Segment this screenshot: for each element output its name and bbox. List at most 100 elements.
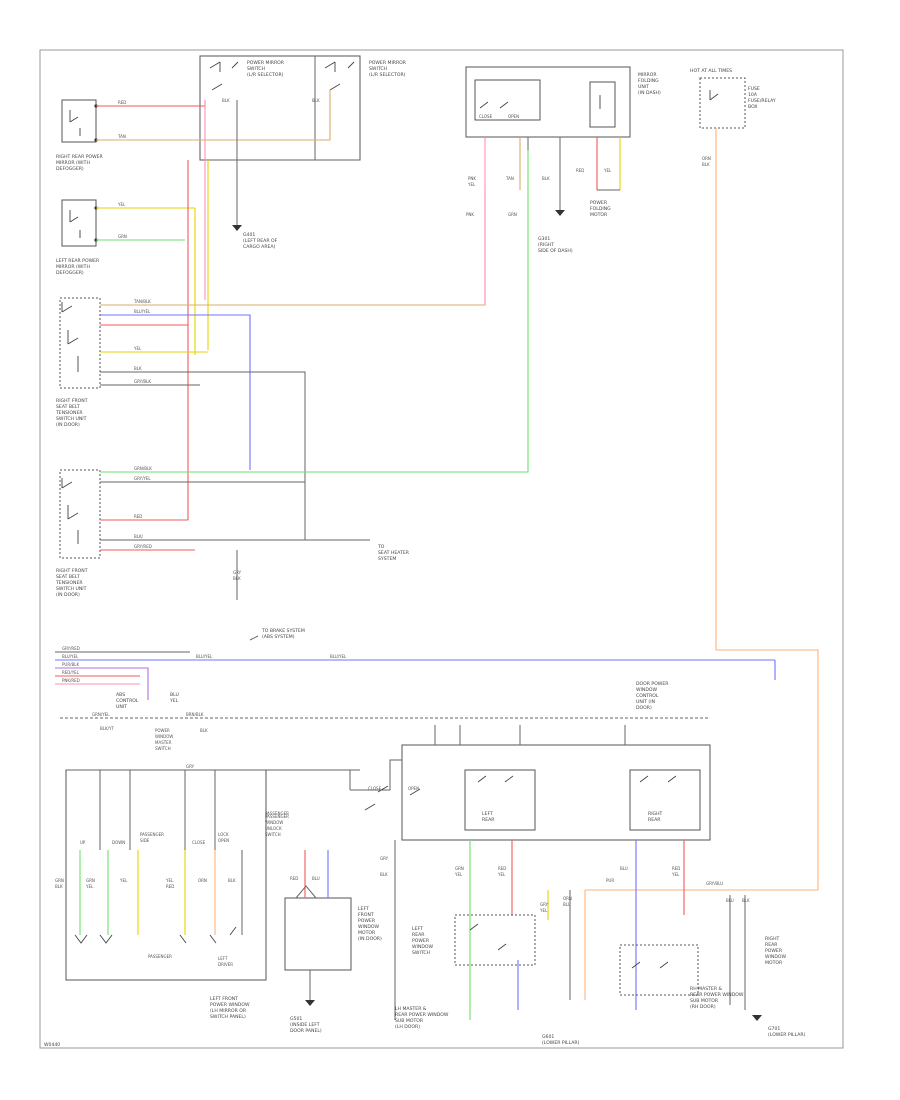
svg-text:LEFT FRONT: LEFT FRONT (210, 996, 238, 1002)
svg-text:(RIGHT: (RIGHT (538, 242, 554, 248)
mirror-bus-wires: TAN/BLK BLU/YEL YEL BLK GRY/BLK (100, 100, 486, 540)
svg-text:YEL: YEL (603, 168, 612, 173)
svg-text:OPEN: OPEN (508, 114, 519, 119)
svg-text:TAN/BLK: TAN/BLK (133, 299, 151, 304)
svg-text:ABS: ABS (116, 692, 125, 698)
svg-text:SWITCH PANEL): SWITCH PANEL) (210, 1014, 246, 1020)
svg-text:YEL: YEL (165, 878, 174, 883)
svg-text:BLK: BLK (134, 366, 142, 371)
svg-text:MIRROR: MIRROR (638, 72, 657, 78)
svg-text:BLU/YEL: BLU/YEL (62, 654, 79, 659)
svg-text:POWER: POWER (412, 938, 430, 944)
svg-text:SWITCH: SWITCH (412, 950, 430, 956)
svg-text:G701: G701 (768, 1026, 780, 1032)
svg-text:GRN: GRN (86, 878, 95, 883)
svg-text:SYSTEM: SYSTEM (378, 556, 396, 562)
svg-text:MOTOR: MOTOR (590, 212, 608, 218)
diagram-footer-code: W0440 (44, 1042, 60, 1048)
svg-text:FOLDING: FOLDING (638, 78, 659, 84)
svg-text:REAR POWER WINDOW: REAR POWER WINDOW (690, 992, 744, 998)
svg-text:REAR: REAR (648, 817, 661, 823)
svg-text:(RH DOOR): (RH DOOR) (690, 1004, 716, 1010)
svg-text:BLU: BLU (170, 692, 179, 698)
svg-text:LOCK: LOCK (218, 832, 229, 837)
svg-text:BLU: BLU (312, 876, 320, 881)
diagram-frame (39, 49, 844, 1049)
svg-text:GRY/BLU: GRY/BLU (706, 881, 723, 886)
svg-text:SUB MOTOR: SUB MOTOR (690, 998, 719, 1004)
power-mirror-switch-box-left (199, 55, 361, 161)
svg-text:UNIT: UNIT (116, 704, 127, 710)
svg-text:POWER: POWER (155, 728, 170, 733)
rear-mirror-wires: RED TAN YEL GRN G401 (LEFT REAR OF CARGO… (96, 90, 360, 250)
rear-window-wires: GRN YEL RED YEL BLU RED YEL GRY/BLU GRY … (380, 840, 723, 1020)
svg-text:MOTOR: MOTOR (358, 930, 376, 936)
svg-text:MASTER: MASTER (155, 740, 172, 745)
svg-text:GRY/YEL: GRY/YEL (134, 476, 151, 481)
svg-text:BLU/YEL: BLU/YEL (330, 654, 347, 659)
svg-text:PASSENGER: PASSENGER (265, 814, 289, 819)
svg-text:UNIT: UNIT (638, 84, 649, 90)
svg-text:FUSE: FUSE (748, 86, 760, 92)
svg-text:(LH MIRROR OR: (LH MIRROR OR (210, 1008, 247, 1014)
svg-text:RED: RED (166, 884, 174, 889)
svg-text:SEAT BELT: SEAT BELT (56, 404, 80, 410)
svg-text:GRY: GRY (540, 902, 549, 907)
power-window-master-switch: UP DOWN PASSENGER SIDE CLOSE LOCK OPEN P… (65, 764, 360, 981)
svg-text:TENSIONER: TENSIONER (55, 410, 83, 416)
svg-text:TAN: TAN (117, 134, 126, 139)
svg-text:(L/R SELECTOR): (L/R SELECTOR) (369, 72, 406, 78)
svg-text:RIGHT FRONT: RIGHT FRONT (56, 398, 88, 404)
svg-text:GRY/RED: GRY/RED (62, 646, 80, 651)
svg-text:BLU/YEL: BLU/YEL (196, 654, 213, 659)
svg-text:POWER WINDOW: POWER WINDOW (210, 1002, 250, 1008)
svg-text:PNK: PNK (466, 212, 474, 217)
splice-row: GRN/YEL BRN/BLK BLK/YT POWER WINDOW MAST… (60, 681, 710, 751)
svg-text:DRIVER: DRIVER (218, 962, 233, 967)
svg-text:ORN: ORN (198, 878, 207, 883)
left-rear-power-mirror: LEFT REAR POWER MIRROR (WITH DEFOGGER) (56, 199, 100, 276)
svg-text:RED: RED (672, 866, 680, 871)
svg-text:BLK/: BLK/ (134, 534, 144, 539)
svg-text:LEFT REAR POWER: LEFT REAR POWER (56, 258, 100, 264)
svg-text:POWER: POWER (765, 948, 783, 954)
svg-text:HOT AT ALL TIMES: HOT AT ALL TIMES (690, 68, 732, 74)
svg-text:GRY: GRY (186, 764, 195, 769)
svg-text:BLK: BLK (200, 728, 208, 733)
svg-text:PUR: PUR (606, 878, 614, 883)
svg-text:RED/YEL: RED/YEL (62, 670, 80, 675)
svg-text:RED: RED (118, 100, 126, 105)
svg-text:GRN: GRN (55, 878, 64, 883)
svg-text:LEFT: LEFT (482, 811, 493, 817)
svg-text:FUSE/RELAY: FUSE/RELAY (748, 98, 776, 104)
svg-text:RIGHT: RIGHT (648, 811, 663, 817)
svg-text:PNK: PNK (468, 176, 476, 181)
svg-text:GRN/YEL: GRN/YEL (92, 712, 110, 717)
svg-text:YEL: YEL (671, 872, 680, 877)
left-front-door-switch: RIGHT FRONT SEAT BELT TENSIONER SWITCH U… (55, 469, 101, 598)
svg-text:MIRROR (WITH: MIRROR (WITH (56, 264, 90, 270)
svg-text:UNIT (IN: UNIT (IN (636, 699, 655, 705)
svg-text:GRY: GRY (233, 570, 242, 575)
svg-text:PASSENGER: PASSENGER (265, 811, 289, 816)
svg-text:SUB MOTOR: SUB MOTOR (395, 1018, 424, 1024)
svg-text:CLOSE: CLOSE (479, 114, 493, 119)
svg-text:PASSENGER: PASSENGER (140, 832, 164, 837)
svg-text:(IN DASH): (IN DASH) (638, 90, 661, 96)
svg-text:(ABS SYSTEM): (ABS SYSTEM) (262, 634, 295, 640)
main-harness: GRY/RED BLU/YEL PUR/BLK RED/YEL PNK/RED … (55, 628, 776, 710)
svg-text:10A: 10A (748, 92, 758, 98)
svg-text:YEL: YEL (454, 872, 463, 877)
svg-text:PNK/RED: PNK/RED (62, 678, 80, 683)
svg-text:RIGHT FRONT: RIGHT FRONT (56, 568, 88, 574)
svg-text:RIGHT REAR POWER: RIGHT REAR POWER (56, 154, 104, 160)
svg-text:SEAT BELT: SEAT BELT (56, 574, 80, 580)
svg-text:DOOR POWER: DOOR POWER (636, 681, 669, 687)
svg-text:DOOR): DOOR) (636, 705, 652, 711)
svg-text:BLU: BLU (620, 866, 628, 871)
svg-text:GRN: GRN (118, 234, 127, 239)
left-rear-window-motor: LEFT REAR POWER WINDOW SWITCH LH MASTER … (395, 914, 536, 1030)
svg-text:BLK: BLK (228, 878, 236, 883)
svg-text:G501: G501 (290, 1016, 302, 1022)
svg-text:DOWN: DOWN (112, 840, 125, 845)
